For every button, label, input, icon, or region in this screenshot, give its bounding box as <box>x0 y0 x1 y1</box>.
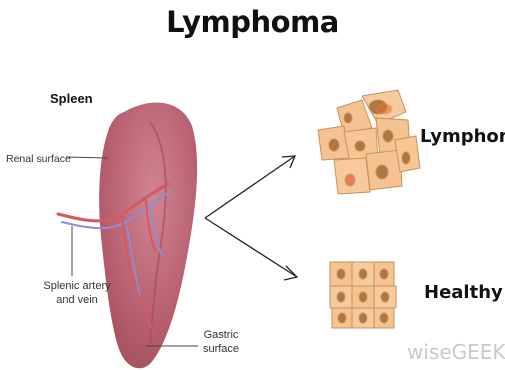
healthy-label: Healthy <box>424 282 503 303</box>
arrows <box>205 156 297 280</box>
splenic-artery-label-line2: and vein <box>36 293 118 307</box>
watermark: wiseGEEK <box>407 340 505 364</box>
renal-leader-line <box>66 157 108 158</box>
spleen-label: Spleen <box>50 92 93 106</box>
healthy-cells <box>330 262 396 328</box>
spleen-organ <box>99 103 197 369</box>
splenic-artery-label-line1: Splenic artery <box>36 279 118 293</box>
gastric-surface-label: Gastric surface <box>200 328 242 356</box>
renal-surface-label: Renal surface <box>6 152 71 166</box>
lymphoma-label: Lymphoma <box>420 126 505 147</box>
gastric-surface-label-line2: surface <box>200 342 242 356</box>
splenic-artery-label: Splenic artery and vein <box>36 279 118 307</box>
gastric-surface-label-line1: Gastric <box>200 328 242 342</box>
lymphoma-cells <box>318 90 420 194</box>
